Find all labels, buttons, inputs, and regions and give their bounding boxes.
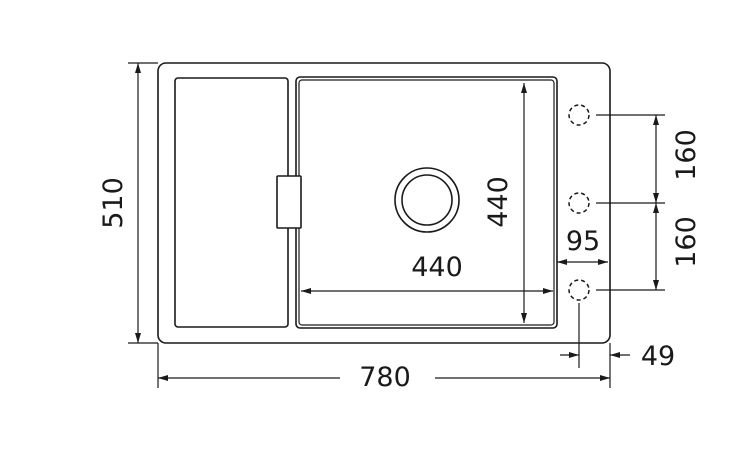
bowl-inner [298,79,555,326]
bowl-outer [295,76,558,329]
tap-hole-2 [568,192,590,214]
drain-inner [401,174,453,226]
tap-hole-3 [568,279,590,301]
drain-outer [394,167,460,233]
bowl-to-edge-label: 95 [566,226,600,257]
overall-depth-label: 510 [98,177,129,229]
tap-to-edge-label: 49 [641,341,675,372]
drainer-area [174,77,289,328]
overflow-clip [276,175,302,229]
bowl-width-label: 440 [411,252,463,283]
tap-spacing-upper-label: 160 [671,129,702,181]
tap-spacing-lower-label: 160 [671,216,702,268]
tap-hole-1 [568,104,590,126]
bowl-depth-label: 440 [483,176,514,228]
sink-outline [157,62,611,344]
overall-width-label: 780 [359,362,411,393]
